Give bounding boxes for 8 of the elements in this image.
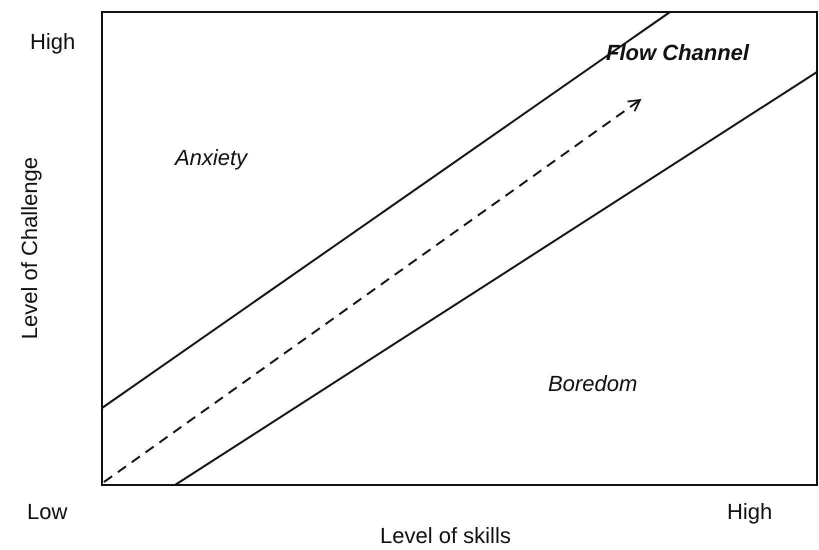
axis-title: Level of skills [380,524,511,548]
axis-tick-label: Low [27,500,68,524]
zone-label: Boredom [548,372,638,396]
axis-title: Level of Challenge [18,156,42,342]
axis-tick-label: High [30,30,76,54]
zone-label: Anxiety [175,146,248,170]
zone-label: Flow Channel [606,41,749,66]
axis-tick-label: High [727,500,772,524]
